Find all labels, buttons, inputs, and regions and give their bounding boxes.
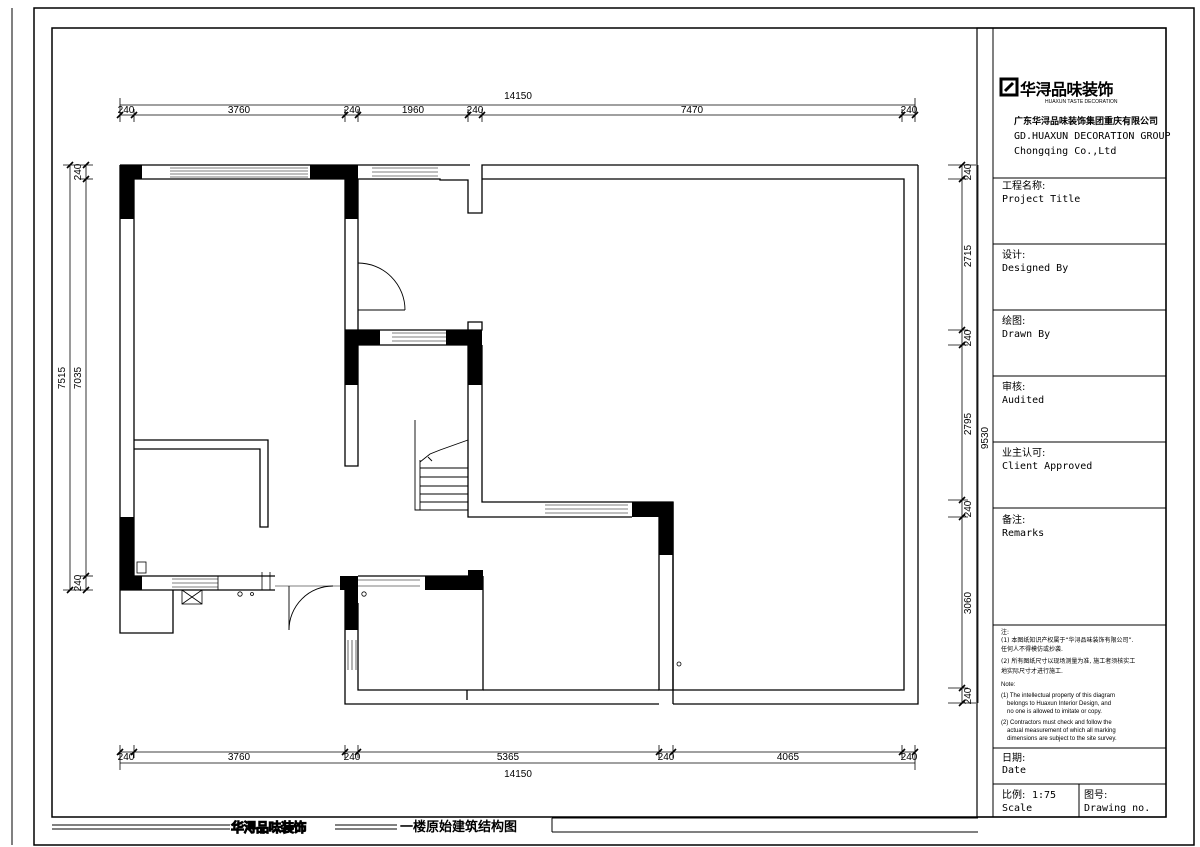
drawing-caption: 一楼原始建筑结构图	[400, 819, 517, 835]
logo-subtitle: HUAXUN TASTE DECORATION	[1045, 99, 1118, 105]
logo-slash-icon	[1003, 81, 1015, 93]
dim-right-seg-7: 240	[963, 687, 974, 704]
date-label-cn: 日期:	[1002, 752, 1025, 764]
dimension-bottom	[116, 745, 919, 770]
dim-top-seg-5: 240	[467, 105, 484, 116]
plan-walls	[119, 164, 919, 705]
company-logo: 华浔品味装饰 HUAXUN TASTE DECORATION	[999, 77, 1118, 105]
floor-plan	[119, 164, 919, 705]
drawing-footer: 华浔品味装饰 一楼原始建筑结构图	[52, 817, 978, 836]
dim-bottom-seg-3: 240	[344, 752, 361, 763]
plan-staircase	[414, 420, 469, 511]
pipe-icon-2	[361, 591, 367, 597]
dim-left-outer: 7515	[57, 366, 68, 389]
company-name-cn: 广东华浔品味装饰集团重庆有限公司	[1014, 115, 1158, 127]
note-en-head: Note:	[1001, 682, 1016, 688]
note-cn-2: (2) 所有图纸尺寸以现场测量为准, 施工者须核实工	[1001, 657, 1135, 665]
client-label-en: Client Approved	[1002, 461, 1092, 472]
auditor-label-cn: 审核:	[1002, 380, 1025, 393]
drawing-no-label-cn: 图号:	[1084, 789, 1107, 801]
dim-bottom-seg-2: 3760	[228, 752, 251, 763]
note-en-2c: dimensions are subject to the site surve…	[1007, 736, 1117, 742]
project-title-label-en: Project Title	[1002, 194, 1080, 205]
auditor-label-en: Audited	[1002, 395, 1044, 406]
title-block: 华浔品味装饰 HUAXUN TASTE DECORATION 广东华浔品味装饰集…	[976, 27, 1171, 818]
dimension-right	[948, 161, 979, 707]
dim-right-seg-1: 240	[963, 163, 974, 180]
dim-top-seg-2: 3760	[228, 105, 251, 116]
dim-bottom-seg-6: 4065	[777, 752, 800, 763]
dim-top-seg-7: 240	[901, 105, 918, 116]
note-en-1: (1) The intellectual property of this di…	[1001, 693, 1115, 699]
scale-value: 1:75	[1032, 790, 1056, 801]
dim-top-seg-3: 240	[344, 105, 361, 116]
note-en-2: (2) Contractors must check and follow th…	[1001, 720, 1112, 726]
note-en-2b: actual measurement of which all marking	[1007, 728, 1116, 734]
logo-name: 华浔品味装饰	[1020, 80, 1114, 99]
dim-top-total: 14150	[504, 91, 532, 102]
dim-bottom-total: 14150	[504, 769, 532, 780]
stair-break-line	[419, 439, 469, 463]
dim-bottom-seg-5: 240	[658, 752, 675, 763]
drawer-label-cn: 绘图:	[1002, 314, 1025, 327]
remarks-label-cn: 备注:	[1002, 513, 1025, 526]
dim-right-total: 9530	[980, 426, 991, 449]
company-name-en-2: Chongqing Co.,Ltd	[1014, 146, 1116, 157]
outer-sheet-border	[33, 7, 1195, 846]
stair-arrow	[427, 456, 433, 462]
dim-bottom-seg-1: 240	[118, 752, 135, 763]
note-cn-1b: 任何人不得模仿或抄袭.	[1001, 645, 1063, 653]
dim-right-seg-5: 240	[963, 500, 974, 517]
plan-columns	[120, 165, 673, 630]
dimension-top	[116, 98, 919, 122]
dim-right-seg-4: 2795	[963, 412, 974, 435]
dim-bottom-seg-7: 240	[901, 752, 918, 763]
door-swing-arc	[357, 262, 406, 311]
inner-frame-border	[51, 27, 1167, 818]
plan-doors	[275, 260, 406, 631]
client-label-cn: 业主认可:	[1002, 446, 1045, 459]
entrance-door-arc	[288, 585, 334, 631]
drawing-no-label-en: Drawing no.	[1084, 803, 1150, 814]
project-title-label-cn: 工程名称:	[1002, 179, 1045, 192]
footer-logo: 华浔品味装饰	[231, 820, 307, 836]
remarks-label-en: Remarks	[1002, 528, 1044, 539]
note-en-1c: no one is allowed to imitate or copy.	[1007, 709, 1102, 715]
logo-mark-icon	[999, 77, 1019, 97]
note-cn-head: 注:	[1001, 628, 1009, 636]
scale-label-en: Scale	[1002, 803, 1032, 814]
dim-left-inner: 7035	[73, 366, 84, 389]
drain-fixture	[136, 561, 147, 574]
plan-windows	[170, 167, 628, 670]
dim-left-top: 240	[73, 163, 84, 180]
meter-box-icon	[181, 589, 203, 605]
drawer-label-en: Drawn By	[1002, 329, 1050, 340]
pipe-icon-3	[676, 661, 682, 667]
note-en-1b: belongs to Huaxun Interior Design, and	[1007, 701, 1111, 707]
dim-top-seg-1: 240	[118, 105, 135, 116]
dim-right-seg-3: 240	[963, 329, 974, 346]
note-cn-2b: 地实际尺寸才进行施工.	[1001, 667, 1063, 675]
dim-top-seg-4: 1960	[402, 105, 425, 116]
designer-label-en: Designed By	[1002, 263, 1068, 274]
dim-bottom-seg-4: 5365	[497, 752, 520, 763]
plan-fixtures	[136, 561, 682, 667]
dim-right-seg-2: 2715	[963, 244, 974, 267]
scale-label-cn: 比例:	[1002, 788, 1025, 801]
date-label-en: Date	[1002, 765, 1026, 776]
designer-label-cn: 设计:	[1002, 248, 1025, 261]
dim-right-seg-6: 3060	[963, 591, 974, 614]
pipe-icon-small	[250, 592, 254, 596]
company-name-en-1: GD.HUAXUN DECORATION GROUP	[1014, 131, 1171, 142]
legal-notes: 注: (1) 本图纸知识产权属于“华浔品味装饰有限公司”. 任何人不得模仿或抄袭…	[1001, 628, 1135, 742]
dim-top-seg-6: 7470	[681, 105, 704, 116]
note-cn-1: (1) 本图纸知识产权属于“华浔品味装饰有限公司”.	[1001, 636, 1134, 644]
pipe-icon	[237, 591, 243, 597]
dim-left-bottom: 240	[73, 574, 84, 591]
dimension-left	[63, 161, 93, 594]
